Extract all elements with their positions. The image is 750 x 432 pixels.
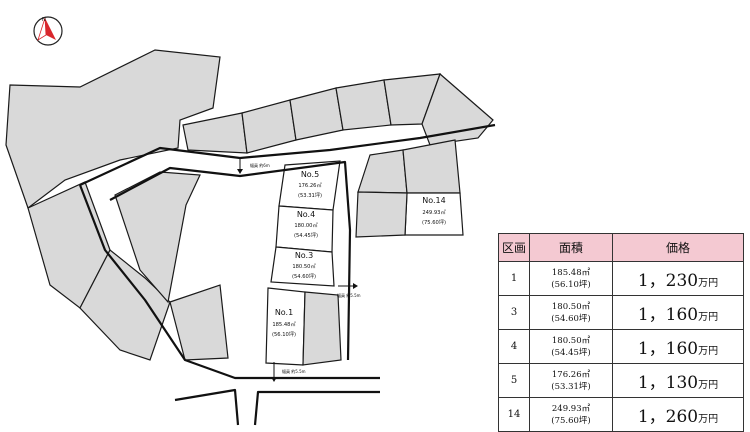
cell-area: 185.48㎡(56.10坪) [529, 261, 613, 296]
lot-label-5: No.5 176.26㎡ (53.31坪) [298, 170, 323, 199]
lot-3 [270, 246, 335, 287]
lot-e-mid [402, 139, 461, 194]
svg-text:幅員 約5.5m: 幅員 約5.5m [282, 368, 306, 374]
cell-lot: 14 [498, 397, 530, 432]
north-arrow-icon: N [33, 16, 63, 46]
svg-text:No.3: No.3 [295, 251, 313, 260]
header-price: 価格 [612, 233, 744, 262]
road-width-marker-north: 幅員 約6m [237, 158, 270, 174]
table-row: 4 180.50㎡(54.45坪) 1，160万円 [498, 329, 744, 364]
lot-label-3: No.3 180.50㎡ (54.60坪) [292, 251, 317, 280]
cell-price: 1，230万円 [612, 261, 744, 296]
road-width-marker-south: 幅員 約5.5m [271, 362, 306, 382]
table-row: 1 185.48㎡(56.10坪) 1，230万円 [498, 261, 744, 296]
svg-text:No.4: No.4 [297, 210, 315, 219]
road-south-split-2 [253, 390, 380, 426]
svg-text:No.1: No.1 [275, 308, 293, 317]
header-area: 面積 [529, 233, 613, 262]
lot-e-upper [357, 149, 408, 194]
svg-text:176.26㎡: 176.26㎡ [298, 181, 322, 189]
lot-n-2 [241, 99, 297, 154]
cell-lot: 4 [498, 329, 530, 364]
cell-price: 1，160万円 [612, 329, 744, 364]
price-table: 区画 面積 価格 1 185.48㎡(56.10坪) 1，230万円 3 180… [498, 233, 744, 432]
road-west [78, 184, 380, 380]
road-width-marker-east: 幅員 約5.5m [337, 283, 361, 298]
road-south-split [174, 388, 240, 426]
svg-text:No.5: No.5 [301, 170, 319, 179]
lot-label-14: No.14 249.93㎡ (75.60坪) [422, 196, 447, 226]
cell-area: 176.26㎡(53.31坪) [529, 363, 613, 398]
road-north-edge [79, 123, 496, 186]
svg-text:幅員 約5.5m: 幅員 約5.5m [337, 292, 361, 298]
cell-lot: 5 [498, 363, 530, 398]
svg-text:(54.60坪): (54.60坪) [292, 272, 316, 280]
lot-n-1 [182, 112, 248, 154]
cell-area: 180.50㎡(54.45坪) [529, 329, 613, 364]
lot-label-4: No.4 180.00㎡ (54.45坪) [294, 210, 319, 239]
cell-lot: 1 [498, 261, 530, 296]
svg-text:(56.10坪): (56.10坪) [272, 330, 296, 338]
svg-text:180.00㎡: 180.00㎡ [294, 221, 318, 229]
svg-text:(53.31坪): (53.31坪) [298, 191, 322, 199]
lot-nw-large [5, 49, 221, 209]
lot-label-1: No.1 185.48㎡ (56.10坪) [272, 308, 297, 338]
cell-area: 180.50㎡(54.60坪) [529, 295, 613, 330]
svg-text:180.50㎡: 180.50㎡ [292, 262, 316, 270]
svg-text:185.48㎡: 185.48㎡ [272, 320, 296, 328]
lot-sc-1 [114, 171, 201, 304]
cell-lot: 3 [498, 295, 530, 330]
lot-n-3 [289, 87, 344, 141]
cell-price: 1，260万円 [612, 397, 744, 432]
header-lot: 区画 [498, 233, 530, 262]
lot-e-lower [355, 191, 408, 238]
lot-n-4 [335, 79, 392, 131]
lot-sc-2 [169, 284, 229, 361]
svg-text:N: N [42, 17, 46, 23]
svg-text:No.14: No.14 [422, 196, 445, 205]
cell-price: 1，130万円 [612, 363, 744, 398]
svg-text:(75.60坪): (75.60坪) [422, 218, 446, 226]
svg-text:(54.45坪): (54.45坪) [294, 231, 318, 239]
svg-text:249.93㎡: 249.93㎡ [422, 208, 446, 216]
cell-area: 249.93㎡(75.60坪) [529, 397, 613, 432]
road-north-inner [109, 160, 352, 361]
svg-text:幅員 約6m: 幅員 約6m [250, 162, 270, 168]
cell-price: 1，160万円 [612, 295, 744, 330]
lot-2-grey [302, 291, 342, 366]
table-header-row: 区画 面積 価格 [498, 233, 744, 262]
table-row: 14 249.93㎡(75.60坪) 1，260万円 [498, 397, 744, 432]
table-row: 3 180.50㎡(54.60坪) 1，160万円 [498, 295, 744, 330]
table-row: 5 176.26㎡(53.31坪) 1，130万円 [498, 363, 744, 398]
